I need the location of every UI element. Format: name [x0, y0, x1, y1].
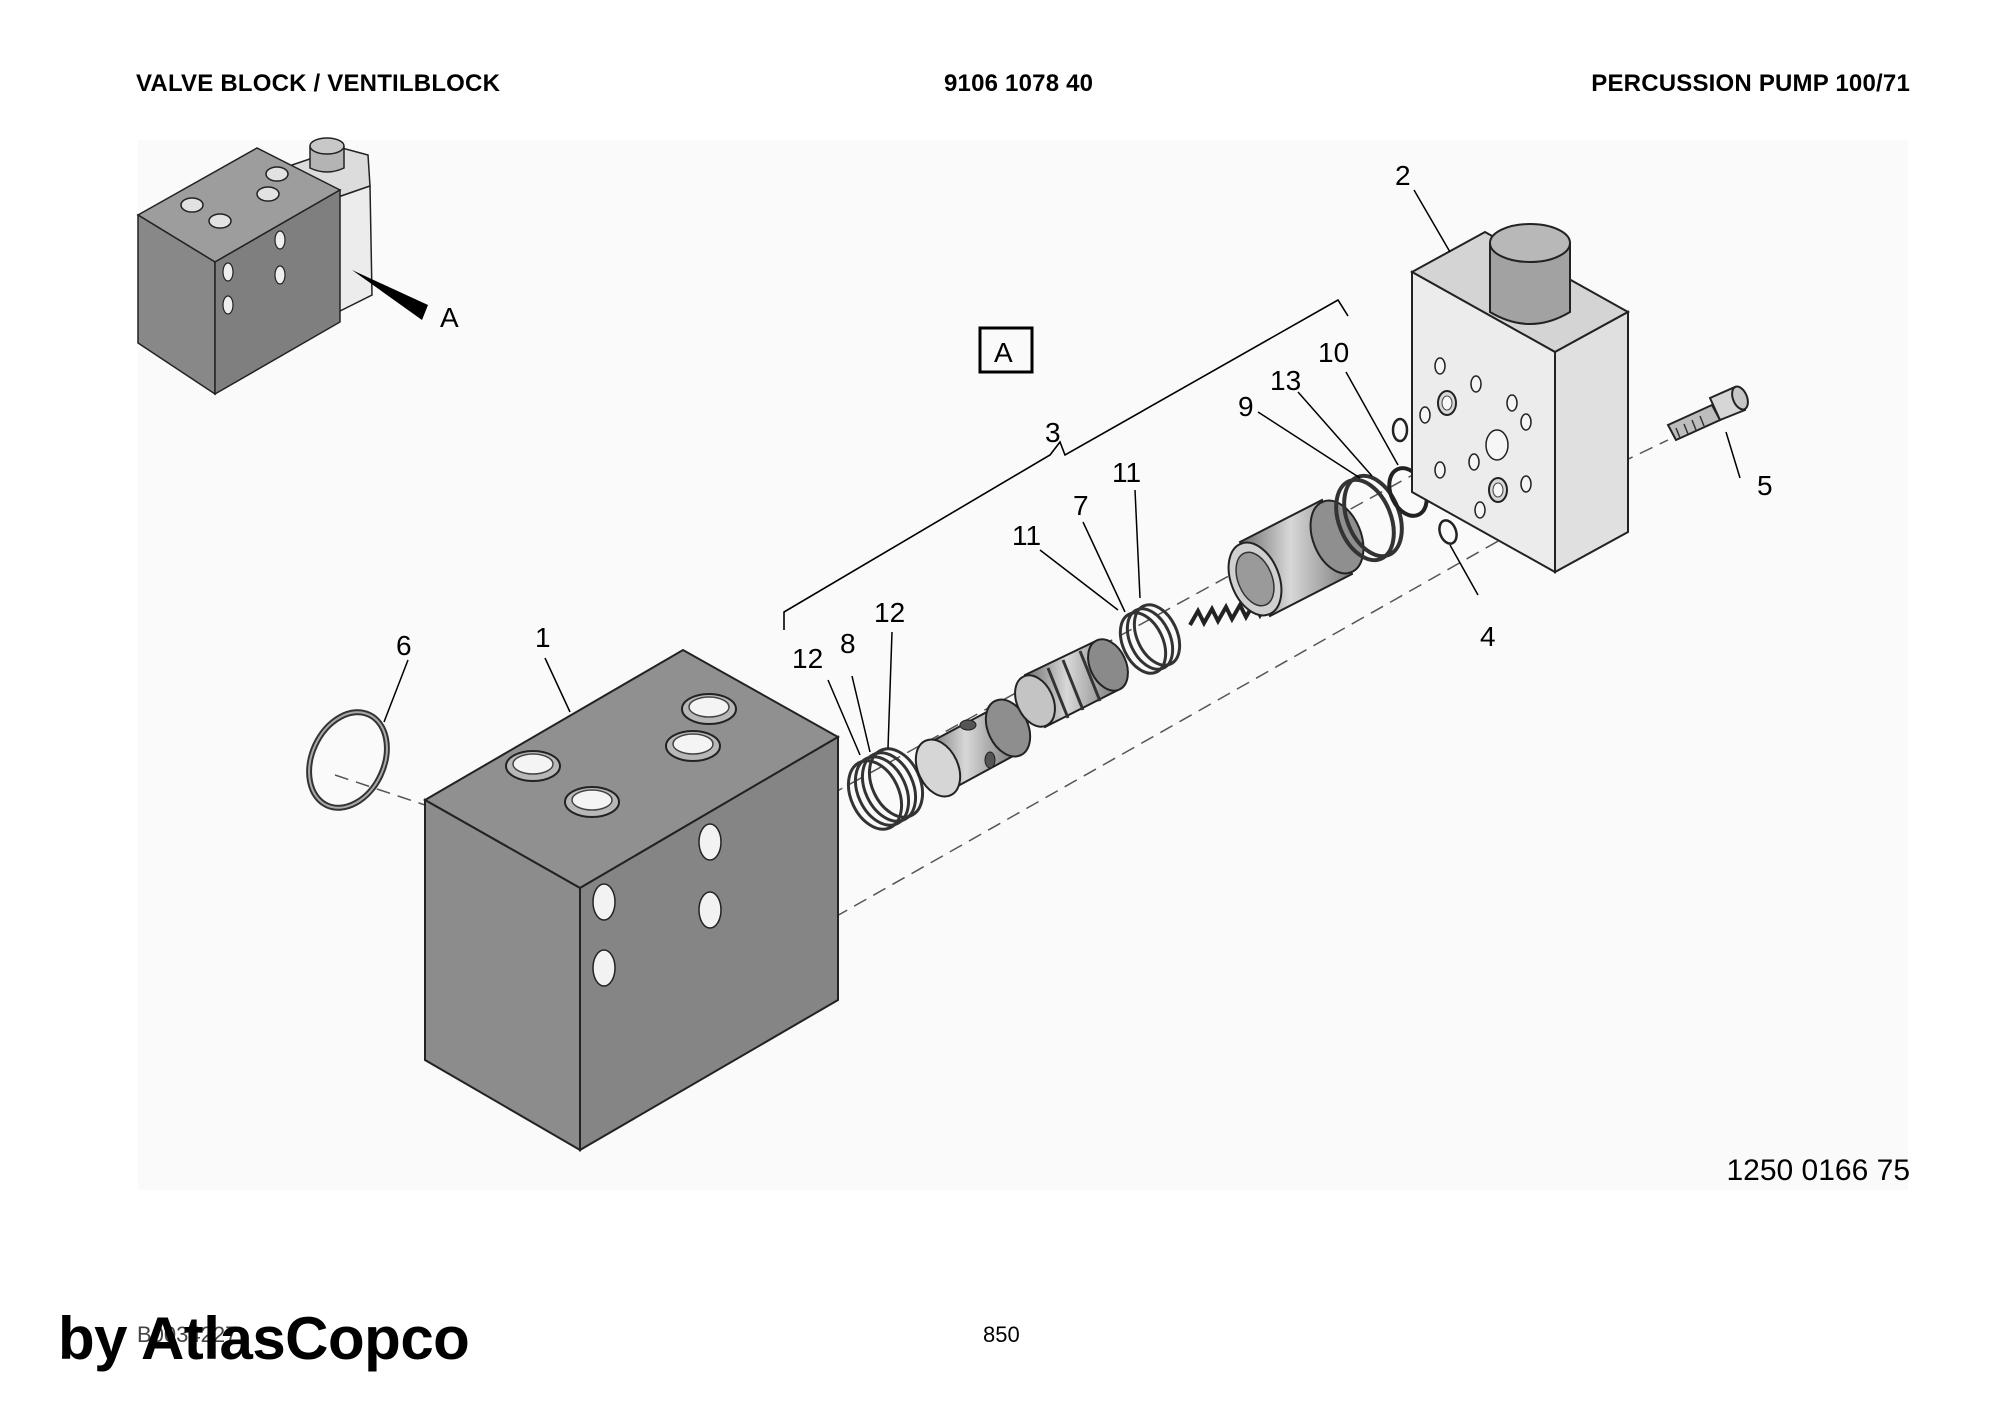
valve-sleeve — [914, 698, 1032, 798]
callout-4: 4 — [1480, 621, 1496, 652]
callout-2: 2 — [1395, 160, 1411, 191]
o-ring-4 — [1391, 417, 1458, 545]
header-title: VALVE BLOCK / VENTILBLOCK — [136, 70, 501, 97]
assembly-bracket — [783, 298, 1349, 630]
callout-9: 9 — [1238, 391, 1254, 422]
callout-8: 8 — [840, 628, 856, 659]
detail-box — [978, 326, 1034, 374]
screw-5 — [1666, 385, 1749, 442]
callout-13: 13 — [1270, 365, 1301, 396]
brand-watermark: by AtlasCopco — [58, 1305, 470, 1372]
main-valve-block — [422, 648, 841, 1152]
detail-box-label: A — [994, 337, 1013, 368]
callout-10: 10 — [1318, 337, 1349, 368]
reference-code: B0034227 — [137, 1322, 238, 1347]
drawing-number: 1250 0166 75 — [1726, 1154, 1910, 1187]
valve-piston — [1227, 498, 1365, 618]
callout-3: 3 — [1045, 417, 1061, 448]
view-arrow-icon — [352, 270, 428, 320]
callout-11a: 11 — [1012, 520, 1041, 551]
callout-7: 7 — [1073, 490, 1089, 521]
leader-lines — [383, 189, 1741, 756]
callout-1: 1 — [535, 622, 551, 653]
callout-12a: 12 — [792, 643, 823, 674]
seal-rings-11 — [1118, 603, 1182, 675]
callout-5: 5 — [1757, 470, 1773, 501]
callout-12b: 12 — [874, 597, 905, 628]
spool-7 — [1014, 638, 1129, 729]
header-part-number: 9106 1078 40 — [944, 70, 1094, 97]
o-ring-6 — [306, 709, 390, 811]
cover-block-2 — [1409, 223, 1631, 574]
view-marker-label: A — [440, 302, 459, 333]
page-number: 850 — [983, 1322, 1020, 1347]
callout-11b: 11 — [1112, 457, 1141, 488]
header-product: PERCUSSION PUMP 100/71 — [1591, 70, 1910, 97]
callout-6: 6 — [396, 630, 412, 661]
inset-valve-block — [136, 137, 428, 396]
